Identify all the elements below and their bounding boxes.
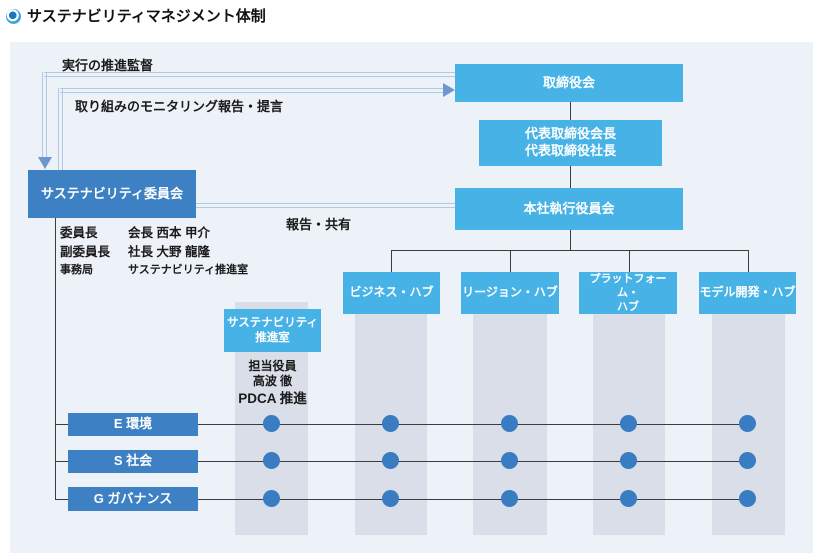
section-bullet-icon: [6, 9, 21, 24]
office-detail-pdca: PDCA 推進: [238, 390, 307, 406]
arrow-right-icon: [443, 83, 455, 97]
label-supervision: 実行の推進監督: [62, 58, 154, 73]
row-line-social: [198, 461, 748, 462]
box-esg-social: S 社会: [68, 450, 198, 473]
committee-detail-table: 委員長 会長 西本 甲介 副委員長 社長 大野 龍隆 事務局 サステナビリティ推…: [60, 226, 248, 281]
matrix-dot: [739, 415, 756, 432]
connector-supervision-horizontal: [44, 72, 455, 77]
branch-horizontal-line: [391, 250, 748, 251]
committee-role: 事務局: [60, 264, 93, 276]
connector-report-share: [196, 203, 455, 208]
committee-detail-row-chair: 委員長 会長 西本 甲介: [60, 226, 248, 241]
matrix-dot: [382, 452, 399, 469]
connector-board-to-representatives: [570, 102, 571, 120]
box-region-hub: リージョン・ハブ: [461, 272, 559, 314]
connector-monitoring-vertical: [58, 88, 63, 170]
box-business-hub: ビジネス・ハブ: [343, 272, 440, 314]
connector-committee-to-esg: [55, 218, 56, 500]
box-sustainability-committee: サステナビリティ委員会: [28, 170, 196, 218]
box-esg-environment: E 環境: [68, 413, 198, 436]
stub-environment: [55, 424, 68, 425]
matrix-dot: [739, 452, 756, 469]
stub-governance: [55, 499, 68, 500]
branch-drop-platform: [629, 250, 630, 272]
committee-person: 社長 大野 龍隆: [128, 245, 210, 259]
matrix-dot: [263, 490, 280, 507]
box-esg-governance: G ガバナンス: [68, 487, 198, 511]
box-representative-directors: 代表取締役会長 代表取締役社長: [479, 120, 662, 166]
office-detail-person: 高波 徹: [252, 374, 293, 389]
office-detail-officer: 担当役員: [248, 359, 297, 373]
stub-social: [55, 461, 68, 462]
connector-hq-to-branch: [570, 230, 571, 250]
matrix-dot: [620, 452, 637, 469]
matrix-dot: [501, 452, 518, 469]
box-model-development-hub: モデル開発・ハブ: [699, 272, 796, 314]
matrix-dot: [382, 415, 399, 432]
committee-detail-row-secretariat: 事務局 サステナビリティ推進室: [60, 264, 248, 277]
box-board-of-directors: 取締役会: [455, 64, 683, 102]
box-hq-executive-council: 本社執行役員会: [455, 188, 683, 230]
matrix-dot: [501, 415, 518, 432]
label-report-share: 報告・共有: [286, 217, 352, 232]
branch-drop-region: [510, 250, 511, 272]
promotion-office-detail: 担当役員 高波 徹 PDCA 推進: [224, 359, 321, 408]
committee-detail-row-vice-chair: 副委員長 社長 大野 龍隆: [60, 245, 248, 260]
matrix-dot: [739, 490, 756, 507]
matrix-dot: [620, 490, 637, 507]
row-line-environment: [198, 424, 748, 425]
connector-representatives-to-hq: [570, 165, 571, 188]
matrix-dot: [620, 415, 637, 432]
matrix-dot: [263, 415, 280, 432]
committee-person: 会長 西本 甲介: [128, 226, 210, 240]
arrow-down-icon: [38, 157, 52, 169]
committee-role: 副委員長: [60, 245, 111, 259]
matrix-dot: [501, 490, 518, 507]
connector-monitoring-horizontal: [60, 88, 444, 93]
box-platform-hub: プラットフォーム・ ハブ: [579, 272, 677, 314]
page-title: サステナビリティマネジメント体制: [27, 8, 266, 25]
committee-person: サステナビリティ推進室: [128, 264, 249, 276]
matrix-dot: [382, 490, 399, 507]
committee-role: 委員長: [60, 226, 98, 240]
branch-drop-business: [391, 250, 392, 272]
label-monitoring-report: 取り組みのモニタリング報告・提言: [75, 99, 284, 114]
row-line-governance: [198, 499, 748, 500]
connector-supervision-vertical: [42, 72, 47, 158]
box-sustainability-promotion-office: サステナビリティ 推進室: [224, 309, 321, 352]
branch-drop-model-dev: [748, 250, 749, 272]
matrix-dot: [263, 452, 280, 469]
